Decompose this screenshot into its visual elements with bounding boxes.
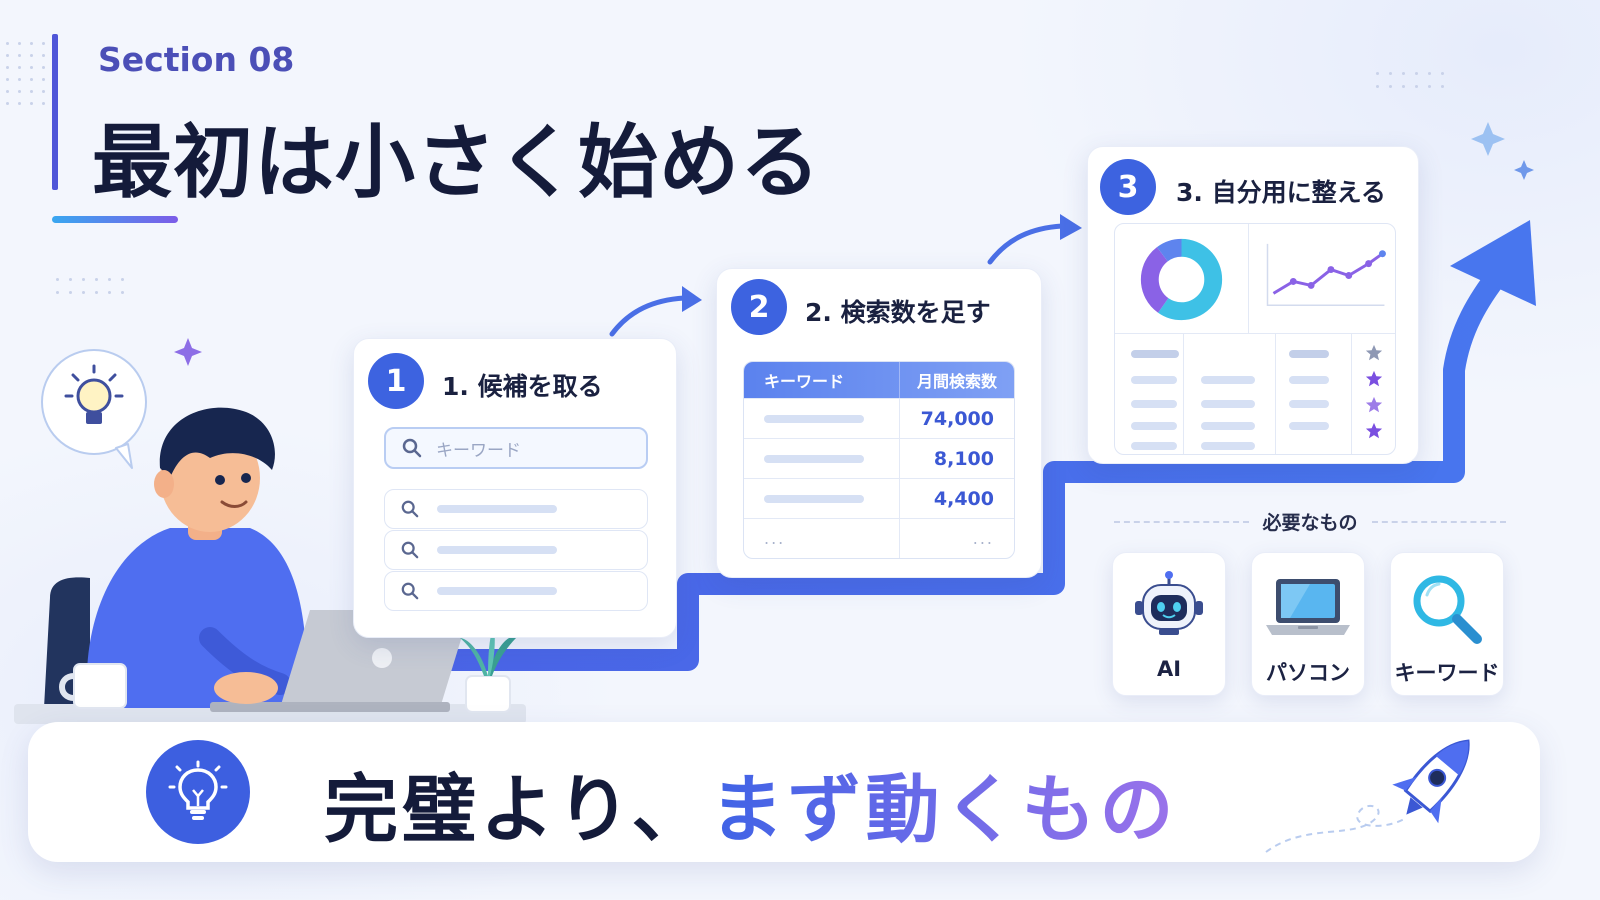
- section-label: Section 08: [98, 40, 295, 79]
- volume-cell: 4,400: [933, 487, 994, 510]
- search-icon: [401, 500, 419, 518]
- idea-bubble-icon: [41, 349, 147, 469]
- need-card-pc: パソコン: [1251, 552, 1365, 696]
- page-title: 最初は小さく始める: [92, 116, 821, 209]
- column-header-keyword: キーワード: [744, 362, 900, 398]
- ellipsis-cell: ...: [744, 519, 900, 558]
- laptop-icon: [1266, 579, 1350, 635]
- star-icon: [1365, 344, 1383, 361]
- table-row: 8,100: [744, 438, 1014, 478]
- step2-card: 2 2. 検索数を足す キーワード 月間検索数 74,000 8,100 4,4…: [716, 268, 1042, 578]
- need-label-keyword: キーワード: [1394, 661, 1500, 685]
- needs-title-row: 必要なもの: [1114, 508, 1507, 535]
- dashboard-panel: [1114, 223, 1396, 455]
- list-item[interactable]: [384, 571, 648, 611]
- sparkle-icon: [1514, 160, 1534, 180]
- search-placeholder: キーワード: [436, 440, 521, 461]
- ranked-table: [1115, 334, 1395, 454]
- line-chart-icon: [1249, 243, 1395, 334]
- need-label-pc: パソコン: [1266, 661, 1350, 685]
- table-row: 74,000: [744, 398, 1014, 438]
- needs-title: 必要なもの: [1262, 512, 1358, 534]
- step3-card: 3 3. 自分用に整える: [1087, 146, 1419, 464]
- banner-text-part1: 完璧より、: [324, 767, 710, 853]
- donut-chart-icon: [1115, 224, 1249, 334]
- star-icon: [1365, 370, 1383, 387]
- search-icon: [402, 438, 422, 458]
- column-header-volume: 月間検索数: [916, 372, 997, 391]
- step3-number: 3: [1100, 159, 1156, 215]
- search-volume-table: キーワード 月間検索数 74,000 8,100 4,400 ... ...: [743, 361, 1015, 559]
- need-card-ai: AI: [1112, 552, 1226, 696]
- banner-text-part2: まず動くもの: [709, 767, 1178, 853]
- list-item[interactable]: [384, 530, 648, 570]
- step2-title: 2. 検索数を足す: [805, 298, 991, 327]
- star-icon: [1365, 396, 1383, 413]
- bottom-banner: 完璧より、まず動くもの: [28, 722, 1540, 862]
- person-laptop-illustration: [14, 407, 526, 724]
- need-card-keyword: キーワード: [1390, 552, 1504, 696]
- title-underline: [52, 216, 178, 223]
- lightbulb-icon: [168, 760, 228, 820]
- volume-cell: 8,100: [933, 447, 994, 470]
- banner-icon-circle: [146, 740, 250, 844]
- banner-message: 完璧より、まず動くもの: [324, 750, 1178, 857]
- sparkle-icon: [174, 338, 202, 366]
- list-item[interactable]: [384, 489, 648, 529]
- decor-dots-mid-left: [56, 278, 124, 294]
- keyword-search-box[interactable]: キーワード: [384, 427, 648, 469]
- ellipsis-cell: ...: [972, 529, 994, 548]
- sparkle-icon: [1471, 122, 1505, 156]
- step1-card: 1 1. 候補を取る キーワード: [353, 338, 677, 638]
- table-header: キーワード 月間検索数: [744, 362, 1014, 398]
- need-label-ai: AI: [1156, 657, 1182, 681]
- header-accent-bar: [52, 34, 58, 190]
- volume-cell: 74,000: [920, 407, 994, 430]
- step2-number: 2: [731, 279, 787, 335]
- magnifier-icon: [1413, 575, 1482, 644]
- search-icon: [401, 582, 419, 600]
- search-icon: [401, 541, 419, 559]
- decor-dots-top-left: [6, 42, 45, 105]
- decor-dots-top-right: [1376, 72, 1444, 88]
- step1-number: 1: [368, 353, 424, 409]
- rocket-icon: [1265, 739, 1470, 853]
- table-row: ... ...: [744, 518, 1014, 558]
- step1-title: 1. 候補を取る: [442, 372, 603, 401]
- star-icon: [1365, 422, 1383, 439]
- step3-title: 3. 自分用に整える: [1176, 178, 1386, 207]
- robot-icon: [1135, 571, 1203, 635]
- table-row: 4,400: [744, 478, 1014, 518]
